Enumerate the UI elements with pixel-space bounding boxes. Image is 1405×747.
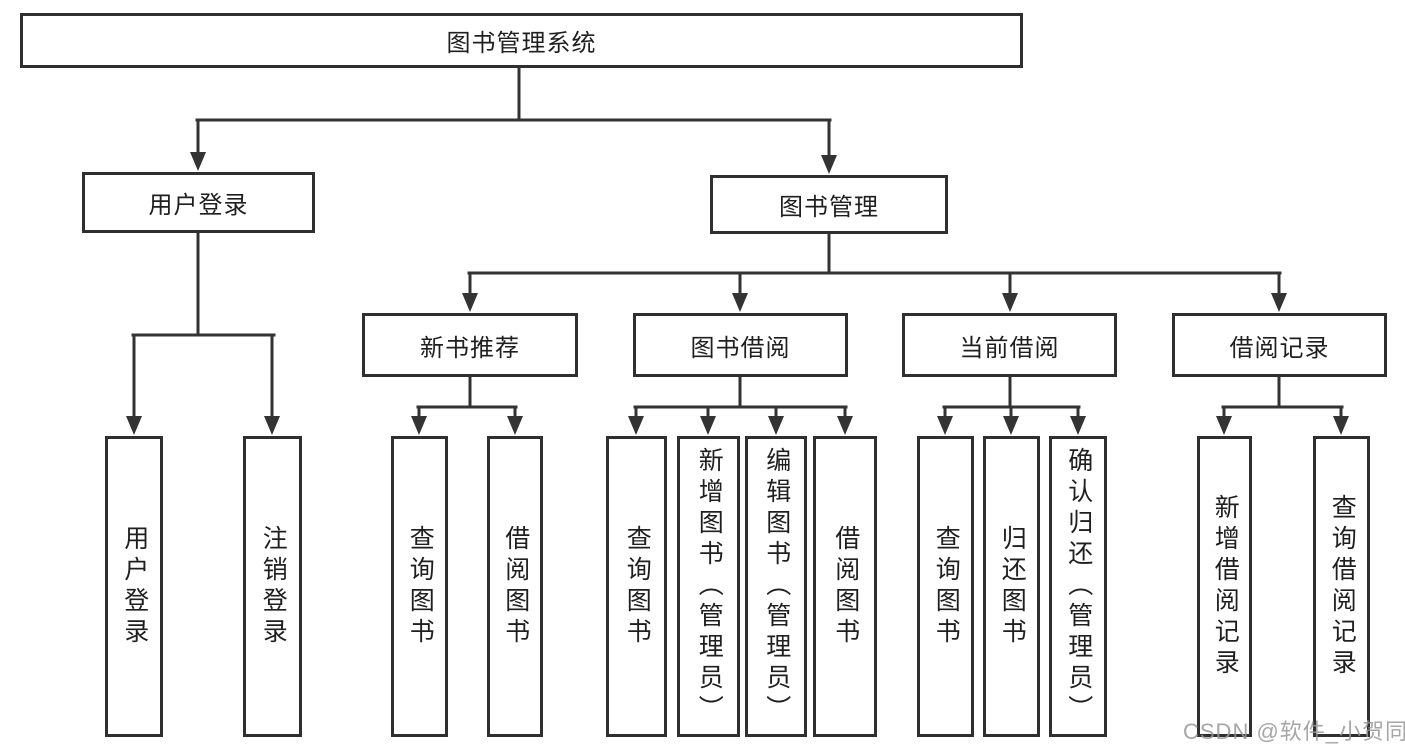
leaf-edit-book-admin: 编辑图书（管理员） (745, 436, 807, 737)
node-book-borrowing: 图书借阅 (633, 313, 848, 377)
arrow-down-icon (411, 416, 427, 435)
arrow-down-icon (1333, 416, 1349, 435)
leaf-label: 借阅图书 (501, 524, 530, 649)
leaf-label: 查询借阅记录 (1328, 493, 1357, 680)
node-user-login: 用户登录 (82, 172, 315, 233)
node-label: 图书借阅 (690, 334, 791, 362)
arrow-down-icon (821, 155, 837, 174)
arrow-down-icon (1271, 293, 1287, 312)
leaf-label: 新增借阅记录 (1211, 493, 1240, 680)
node-library-system: 图书管理系统 (20, 13, 1023, 68)
node-label: 借阅记录 (1229, 334, 1330, 362)
arrow-down-icon (507, 416, 523, 435)
arrow-down-icon (768, 416, 784, 435)
arrow-down-icon (1216, 416, 1232, 435)
arrow-down-icon (700, 416, 716, 435)
leaf-label: 查询图书 (406, 524, 435, 649)
arrow-down-icon (264, 416, 280, 435)
arrow-down-icon (732, 293, 748, 312)
arrow-down-icon (1002, 293, 1018, 312)
node-label: 用户登录 (148, 192, 249, 219)
node-borrow-records: 借阅记录 (1172, 313, 1387, 377)
leaf-label: 注销登录 (259, 524, 288, 649)
current-borrow-connectors (937, 375, 1086, 435)
book-mgmt-connectors (462, 232, 1287, 312)
csdn-watermark: CSDN @软件_小贺同学 (1183, 719, 1405, 744)
arrow-down-icon (628, 416, 644, 435)
arrow-down-icon (462, 293, 478, 312)
node-current-borrowing: 当前借阅 (902, 313, 1117, 377)
leaf-add-borrow-record: 新增借阅记录 (1197, 436, 1252, 737)
arrow-down-icon (190, 152, 206, 171)
node-label: 图书管理系统 (446, 30, 597, 57)
arrow-down-icon (837, 416, 853, 435)
node-label: 图书管理 (779, 194, 879, 221)
leaf-logout: 注销登录 (243, 436, 302, 737)
leaf-label: 新增图书（管理员） (695, 447, 724, 726)
node-label: 新书推荐 (420, 334, 520, 362)
book-borrow-connectors (628, 375, 853, 435)
arrow-down-icon (937, 416, 953, 435)
leaf-label: 确认归还（管理员） (1064, 447, 1093, 726)
leaf-query-books-current: 查询图书 (917, 436, 974, 737)
leaf-label: 查询图书 (932, 524, 961, 649)
leaf-query-books-recommend: 查询图书 (391, 436, 448, 737)
leaf-borrow-books: 借阅图书 (813, 436, 877, 737)
leaf-user-login: 用户登录 (105, 436, 163, 737)
new-book-rec-connectors (411, 375, 523, 435)
leaf-label: 编辑图书（管理员） (762, 447, 791, 726)
leaf-query-books-borrowing: 查询图书 (606, 436, 667, 737)
node-new-book-recommend: 新书推荐 (362, 313, 578, 377)
node-book-management: 图书管理 (710, 175, 948, 234)
leaf-query-borrow-record: 查询借阅记录 (1313, 436, 1370, 737)
leaf-confirm-return-admin: 确认归还（管理员） (1049, 436, 1107, 737)
node-label: 当前借阅 (959, 334, 1060, 362)
leaf-borrow-books-recommend: 借阅图书 (487, 436, 543, 737)
leaf-label: 借阅图书 (831, 524, 860, 649)
borrow-records-connectors (1216, 375, 1349, 435)
leaf-label: 用户登录 (120, 524, 149, 649)
root-connectors (190, 66, 837, 174)
arrow-down-icon (126, 416, 142, 435)
arrow-down-icon (1070, 416, 1086, 435)
user-login-connectors (126, 231, 280, 435)
leaf-return-book: 归还图书 (983, 436, 1040, 737)
leaf-label: 归还图书 (998, 524, 1027, 649)
leaf-add-book-admin: 新增图书（管理员） (677, 436, 740, 737)
leaf-label: 查询图书 (623, 524, 652, 649)
arrow-down-icon (1003, 416, 1019, 435)
